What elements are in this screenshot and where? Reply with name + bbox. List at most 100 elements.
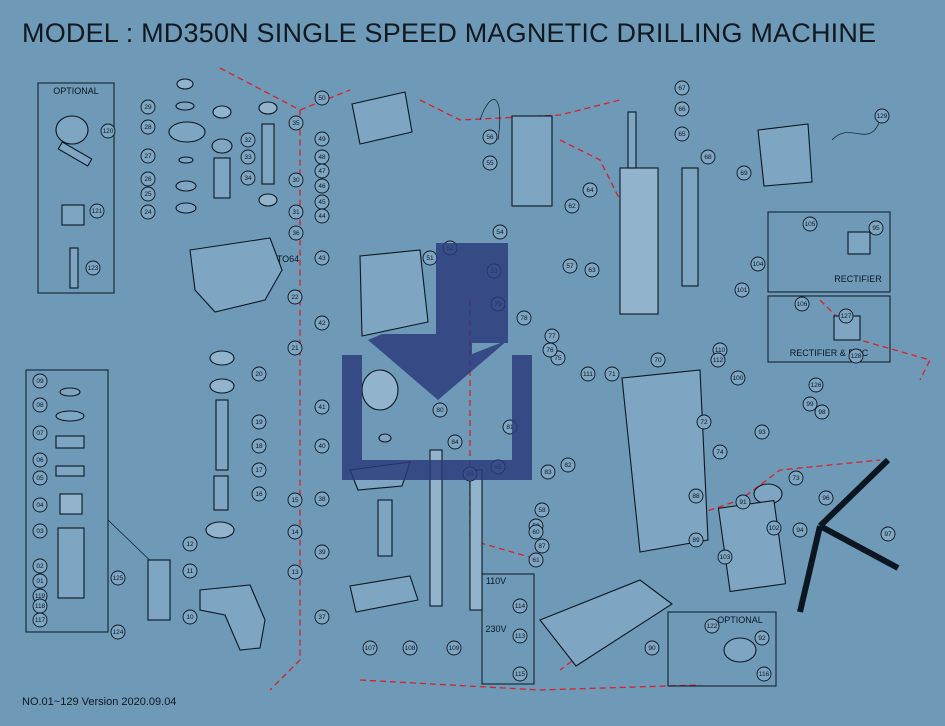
spindle-parts-panel [25,369,161,633]
svg-text:03: 03 [36,528,44,535]
callout-90: 90 [644,640,660,656]
svg-text:80: 80 [436,407,444,414]
rectifier-box: RECTIFIER [767,211,891,293]
callout-29: 29 [140,99,156,115]
svg-text:35: 35 [292,120,300,127]
callout-38: 38 [314,491,330,507]
svg-text:118: 118 [35,603,46,610]
callout-09: 09 [32,373,48,389]
svg-text:90: 90 [648,645,656,652]
svg-text:24: 24 [144,209,152,216]
callout-11: 11 [182,563,198,579]
svg-text:32: 32 [244,137,252,144]
svg-text:07: 07 [36,430,44,437]
callout-14: 14 [287,524,303,540]
svg-text:19: 19 [255,419,263,426]
svg-text:05: 05 [36,475,44,482]
callout-101: 101 [734,282,750,298]
callout-57: 57 [562,258,578,274]
svg-text:87: 87 [538,543,546,550]
callout-49: 49 [314,131,330,147]
svg-text:116: 116 [759,671,770,678]
callout-64: 64 [582,182,598,198]
callout-26: 26 [140,171,156,187]
callout-19: 19 [251,414,267,430]
callout-105: 105 [802,216,818,232]
callout-33: 33 [240,149,256,165]
optional-bottom-box: OPTIONAL [667,611,777,687]
svg-text:81: 81 [506,424,514,431]
svg-text:11: 11 [187,568,194,575]
callout-73: 73 [788,470,804,486]
callout-17: 17 [251,462,267,478]
callout-125: 125 [110,570,126,586]
svg-text:16: 16 [255,491,263,498]
svg-text:62: 62 [568,203,576,210]
callout-69: 69 [736,165,752,181]
callout-118: 118 [32,598,48,614]
svg-text:113: 113 [515,633,526,640]
gearbox-parts: TO64 [147,78,299,651]
svg-text:15: 15 [291,497,299,504]
callout-15: 15 [287,492,303,508]
callout-07: 07 [32,425,48,441]
svg-text:01: 01 [36,578,44,585]
callout-35: 35 [288,115,304,131]
svg-text:56: 56 [486,134,494,141]
svg-text:102: 102 [769,525,780,532]
version-footer: NO.01~129 Version 2020.09.04 [22,696,177,708]
callout-layer: 1201211232928272625243031323334353622212… [32,80,896,682]
callout-93: 93 [754,424,770,440]
svg-text:123: 123 [88,265,99,272]
callout-78: 78 [516,310,532,326]
callout-04: 04 [32,497,48,513]
callout-129: 129 [874,108,890,124]
svg-text:66: 66 [678,106,686,113]
svg-text:126: 126 [811,382,822,389]
v230-label: 230V [485,624,506,634]
callout-45: 45 [314,194,330,210]
svg-text:104: 104 [753,261,764,268]
callout-115: 115 [512,666,528,682]
svg-text:69: 69 [740,170,748,177]
callout-37: 37 [314,609,330,625]
svg-text:54: 54 [496,229,504,236]
svg-text:27: 27 [144,153,152,160]
callout-34: 34 [240,170,256,186]
callout-111: 111 [580,366,596,382]
callout-122: 122 [704,618,720,634]
callout-128: 128 [848,348,864,364]
svg-text:95: 95 [872,225,880,232]
callout-16: 16 [251,486,267,502]
svg-text:41: 41 [318,404,326,411]
svg-text:55: 55 [486,160,494,167]
download-icon[interactable] [342,243,532,480]
svg-text:57: 57 [566,263,574,270]
callout-121: 121 [89,203,105,219]
optional-bottom-label: OPTIONAL [717,615,763,625]
callout-30: 30 [288,172,304,188]
callout-55: 55 [482,155,498,171]
callout-124: 124 [110,624,126,640]
callout-42: 42 [314,315,330,331]
callout-95: 95 [868,220,884,236]
callout-66: 66 [674,101,690,117]
callout-58: 58 [534,502,550,518]
v110-label: 110V [486,576,506,586]
callout-28: 28 [140,119,156,135]
callout-48: 48 [314,149,330,165]
callout-20: 20 [251,366,267,382]
svg-text:114: 114 [515,603,526,610]
svg-text:103: 103 [720,554,731,561]
svg-text:70: 70 [654,357,662,364]
optional-chuck-box: OPTIONAL [37,82,115,294]
callout-01: 01 [32,573,48,589]
optional-top-label: OPTIONAL [53,86,99,96]
svg-text:14: 14 [291,529,299,536]
svg-text:13: 13 [291,569,299,576]
svg-text:107: 107 [365,645,376,652]
callout-102: 102 [766,520,782,536]
callout-56: 56 [482,129,498,145]
callout-104: 104 [750,256,766,272]
callout-70: 70 [650,352,666,368]
